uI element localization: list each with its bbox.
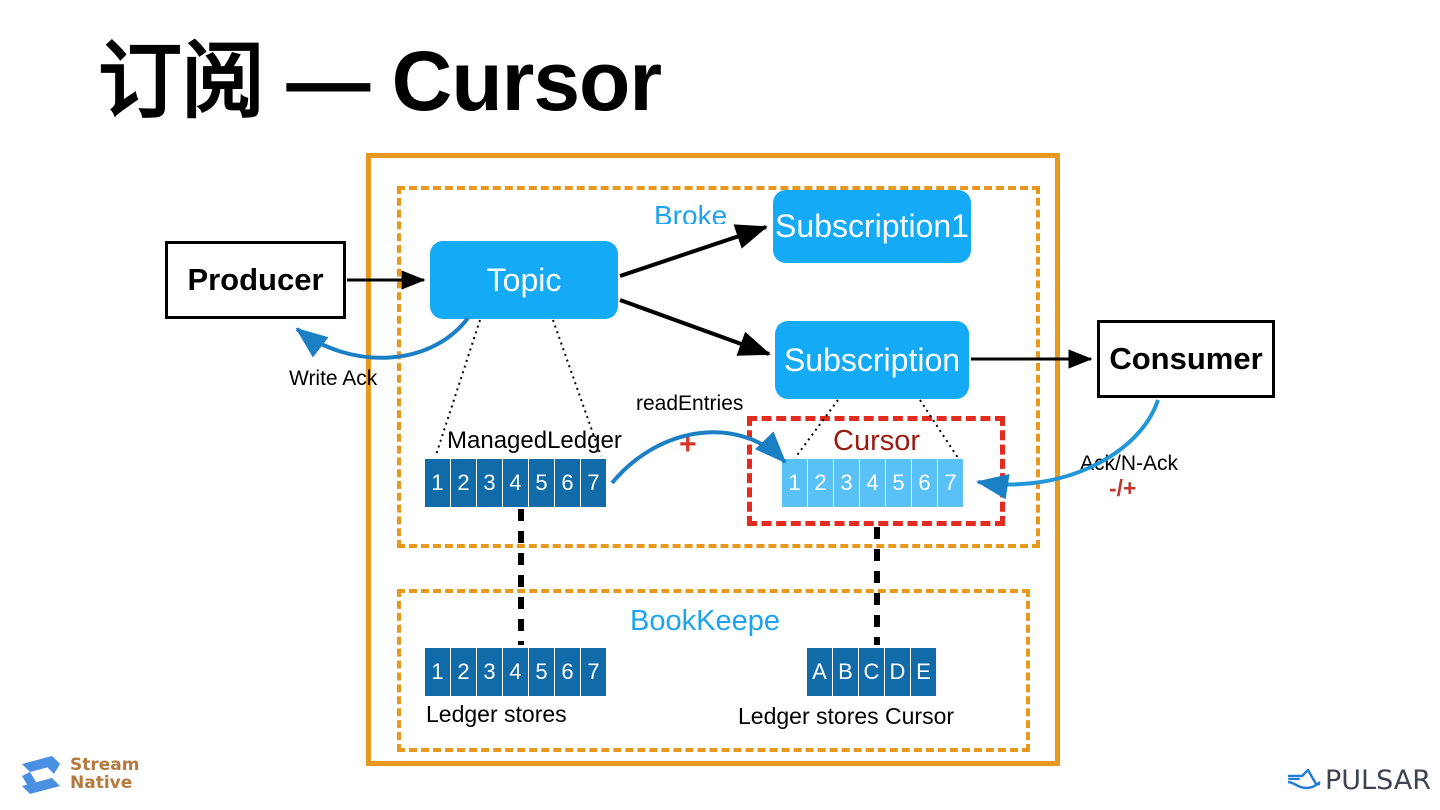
entry-cell: 5 (529, 459, 554, 507)
ledger-stores-label: Ledger stores (426, 701, 567, 727)
entry-cell: 6 (912, 459, 937, 507)
pulsar-wordmark: PULSAR (1325, 765, 1431, 796)
entry-cell: 3 (834, 459, 859, 507)
entry-cell: 7 (938, 459, 963, 507)
bookkeeper-boundary (397, 589, 1030, 752)
page-title: 订阅 — Cursor (98, 34, 662, 128)
entry-cell: E (911, 648, 936, 696)
entry-cell: 3 (477, 648, 502, 696)
entry-cell: 4 (503, 648, 528, 696)
pulsar-mark-icon (1287, 768, 1321, 789)
streamnative-logo: Stream Native (18, 752, 139, 798)
entry-cell: C (859, 648, 884, 696)
entry-cell: B (833, 648, 858, 696)
streamnative-mark-icon (22, 756, 60, 794)
entry-cell: 5 (529, 648, 554, 696)
pulsar-logo: PULSAR (1286, 765, 1431, 796)
entry-cell: 6 (555, 648, 580, 696)
ack-nack-label: Ack/N-Ack (1080, 452, 1179, 475)
managed-ledger-label: ManagedLedger (447, 427, 622, 454)
consumer-node[interactable]: Consumer (1097, 320, 1275, 398)
broker-label: Broke (654, 200, 728, 224)
broker-boundary (397, 186, 1040, 548)
entry-cell: 2 (808, 459, 833, 507)
entry-cell: D (885, 648, 910, 696)
streamnative-line1: Stream (70, 755, 140, 776)
entry-cell: 6 (555, 459, 580, 507)
bookkeeper-label: BookKeepe (630, 605, 780, 637)
cursor-label: Cursor (833, 425, 921, 451)
plus-symbol: + (679, 428, 697, 461)
entry-cell: 4 (860, 459, 885, 507)
entry-cell: 3 (477, 459, 502, 507)
entry-cell: 2 (451, 459, 476, 507)
subscription1-node[interactable]: Subscription1 (773, 190, 971, 263)
entry-cell: 1 (782, 459, 807, 507)
entry-cell: 2 (451, 648, 476, 696)
streamnative-wordmark: Stream Native (70, 755, 140, 793)
subscription-node[interactable]: Subscription (775, 321, 969, 399)
write-ack-label: Write Ack (289, 367, 378, 390)
entry-cell: 5 (886, 459, 911, 507)
producer-node[interactable]: Producer (165, 241, 346, 319)
read-entries-label: readEntries (636, 392, 744, 415)
entry-cell: 7 (581, 459, 606, 507)
topic-node[interactable]: Topic (430, 241, 618, 319)
entry-cell: 4 (503, 459, 528, 507)
entry-cell: A (807, 648, 832, 696)
ledger-stores-cursor-label: Ledger stores Cursor (738, 703, 955, 729)
ack-nack-symbol: -/+ (1109, 475, 1137, 501)
entry-cell: 1 (425, 459, 450, 507)
entry-cell: 7 (581, 648, 606, 696)
streamnative-line2: Native (70, 773, 133, 793)
entry-cell: 1 (425, 648, 450, 696)
